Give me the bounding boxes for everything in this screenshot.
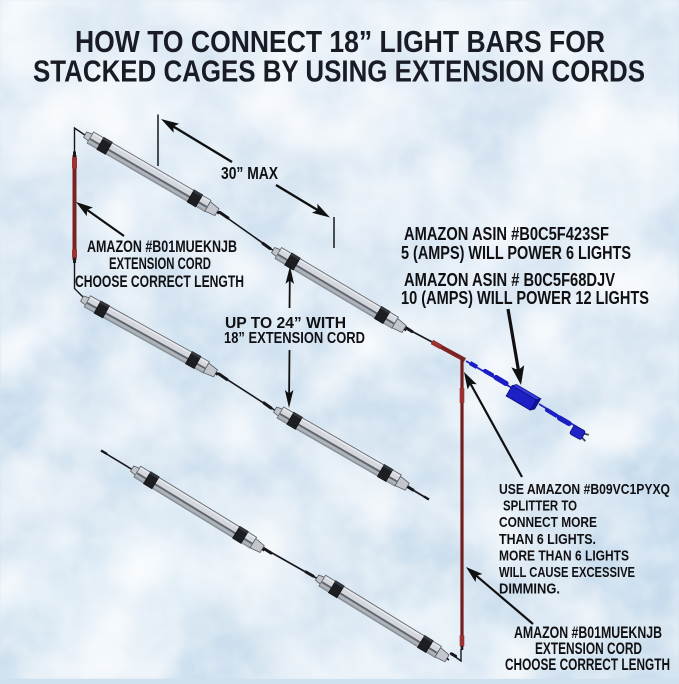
svg-text:AMAZON ASIN # B0C5F68DJV: AMAZON ASIN # B0C5F68DJV bbox=[404, 270, 615, 290]
svg-text:USE AMAZON #B09VC1PYXQ: USE AMAZON #B09VC1PYXQ bbox=[499, 482, 670, 498]
svg-text:STACKED CAGES BY USING EXTENSI: STACKED CAGES BY USING EXTENSION CORDS bbox=[33, 56, 645, 89]
svg-text:AMAZON ASIN #B0C5F423SF: AMAZON ASIN #B0C5F423SF bbox=[404, 224, 609, 244]
svg-text:30” MAX: 30” MAX bbox=[221, 163, 278, 183]
svg-text:5 (AMPS) WILL POWER 6 LIGHTS: 5 (AMPS) WILL POWER 6 LIGHTS bbox=[401, 243, 631, 263]
svg-text:10 (AMPS) WILL POWER 12 LIGHTS: 10 (AMPS) WILL POWER 12 LIGHTS bbox=[401, 288, 649, 308]
svg-text:DIMMING.: DIMMING. bbox=[499, 582, 560, 598]
svg-text:MORE THAN 6 LIGHTS: MORE THAN 6 LIGHTS bbox=[499, 548, 629, 564]
svg-text:CHOOSE CORRECT LENGTH: CHOOSE CORRECT LENGTH bbox=[505, 655, 670, 674]
svg-text:WILL CAUSE EXCESSIVE: WILL CAUSE EXCESSIVE bbox=[499, 565, 635, 581]
svg-text:EXTENSION CORD: EXTENSION CORD bbox=[109, 254, 211, 273]
svg-text:CHOOSE CORRECT LENGTH: CHOOSE CORRECT LENGTH bbox=[75, 272, 244, 291]
svg-text:CONNECT MORE: CONNECT MORE bbox=[499, 515, 597, 531]
svg-text:HOW TO CONNECT 18” LIGHT BARS: HOW TO CONNECT 18” LIGHT BARS FOR bbox=[75, 26, 605, 59]
svg-text:18” EXTENSION CORD: 18” EXTENSION CORD bbox=[224, 330, 365, 347]
svg-text:THAN 6 LIGHTS.: THAN 6 LIGHTS. bbox=[499, 532, 596, 548]
svg-text:SPLITTER TO: SPLITTER TO bbox=[503, 499, 577, 515]
